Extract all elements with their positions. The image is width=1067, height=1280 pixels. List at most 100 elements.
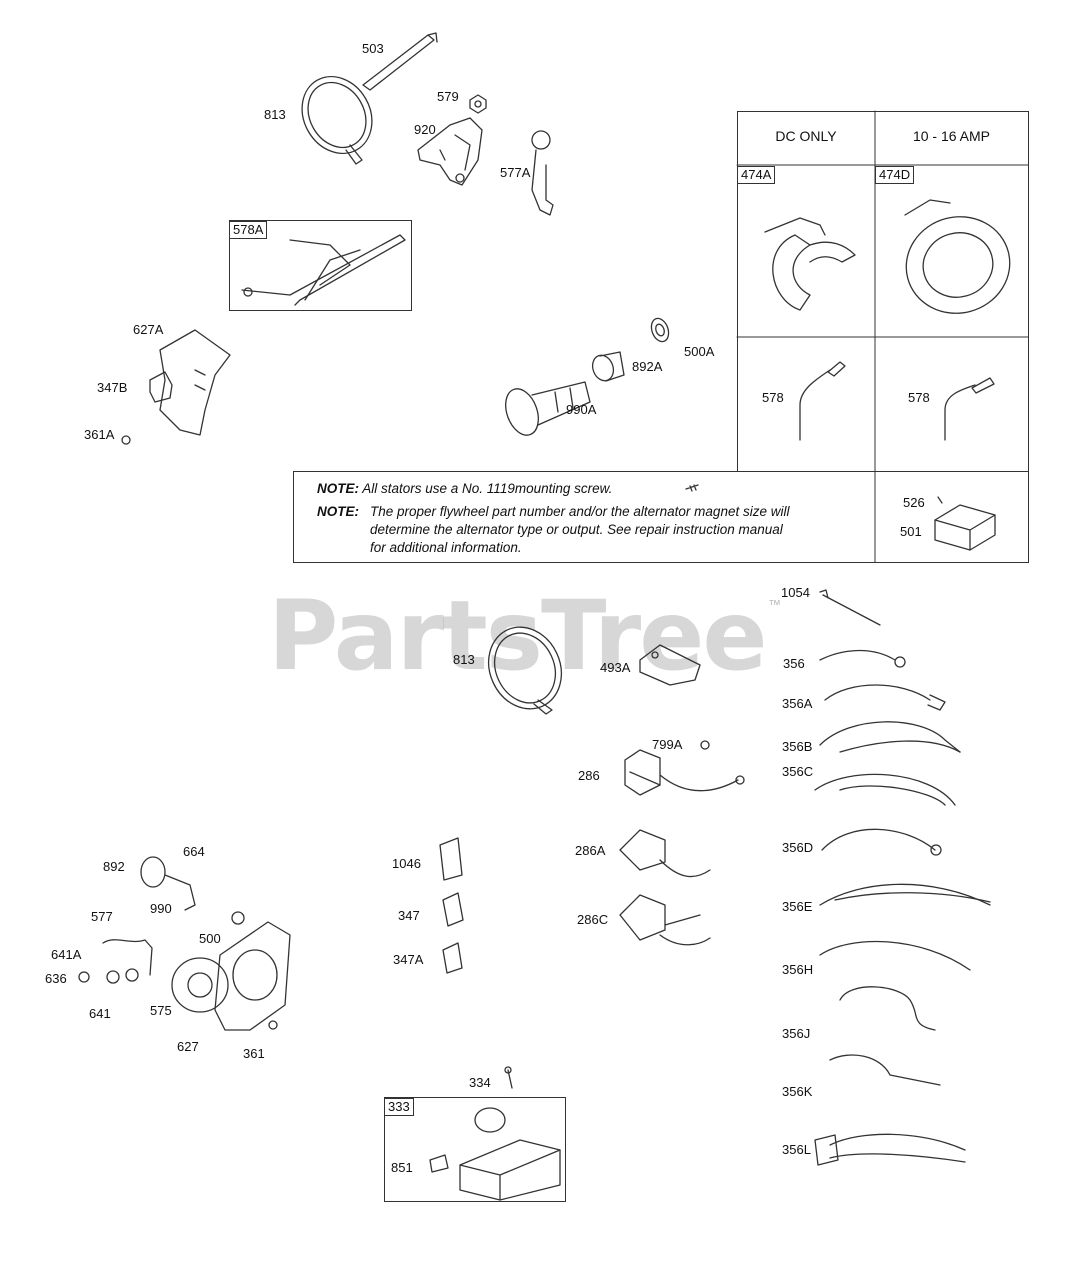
callout-361a: 361A bbox=[84, 427, 115, 442]
note-line-1: NOTE: All stators use a No. 1119mounting… bbox=[317, 480, 612, 498]
header-dc-only: DC ONLY bbox=[775, 128, 837, 144]
part-627a-bracket bbox=[159, 329, 231, 436]
part-361a-screw bbox=[121, 435, 131, 445]
callout-347a: 347A bbox=[393, 952, 424, 967]
note-text-2: The proper flywheel part number and/or t… bbox=[370, 503, 789, 557]
callout-664: 664 bbox=[183, 844, 205, 859]
callout-503: 503 bbox=[362, 41, 384, 56]
note-box bbox=[293, 471, 1029, 563]
callout-1054: 1054 bbox=[781, 585, 810, 600]
callout-356k: 356K bbox=[782, 1084, 813, 1099]
callout-990a: 990A bbox=[566, 402, 597, 417]
callout-286c: 286C bbox=[577, 912, 609, 927]
part-286c-switch bbox=[619, 894, 711, 946]
callout-627a: 627A bbox=[133, 322, 164, 337]
callout-813-mid: 813 bbox=[453, 652, 475, 667]
trademark-symbol: ™ bbox=[768, 597, 781, 612]
part-500a-washer bbox=[650, 317, 670, 343]
callout-356d: 356D bbox=[782, 840, 814, 855]
callout-356a: 356A bbox=[782, 696, 813, 711]
part-503-rod bbox=[362, 32, 438, 91]
part-334-screw bbox=[504, 1066, 513, 1089]
callout-334: 334 bbox=[469, 1075, 491, 1090]
callout-356: 356 bbox=[783, 656, 805, 671]
part-577-spring bbox=[102, 939, 153, 976]
label-526: 526 bbox=[903, 495, 925, 510]
box-label-578a: 578A bbox=[229, 221, 268, 239]
part-813-clamp-mid bbox=[488, 626, 562, 715]
part-333-regulator bbox=[429, 1107, 561, 1201]
callout-920: 920 bbox=[414, 122, 436, 137]
note-label-2: NOTE: bbox=[317, 504, 359, 519]
part-578-wire-left bbox=[799, 361, 846, 441]
callout-627: 627 bbox=[177, 1039, 199, 1054]
part-493a-bracket bbox=[639, 644, 701, 686]
part-990a-knob bbox=[505, 381, 591, 436]
part-347a-clip bbox=[442, 942, 463, 974]
note-label-2-wrap: NOTE: bbox=[317, 503, 359, 521]
box-578a bbox=[229, 220, 412, 311]
part-1054-cable-tie bbox=[819, 589, 881, 626]
callout-356b: 356B bbox=[782, 739, 813, 754]
part-578a-harness bbox=[241, 234, 406, 306]
callout-990: 990 bbox=[150, 901, 172, 916]
cell-label-474a: 474A bbox=[737, 166, 776, 184]
callout-361: 361 bbox=[243, 1046, 265, 1061]
callout-851: 851 bbox=[391, 1160, 413, 1175]
part-356-leads bbox=[814, 649, 991, 1166]
label-578-left: 578 bbox=[762, 390, 784, 405]
callout-356h: 356H bbox=[782, 962, 814, 977]
part-579-nut bbox=[469, 94, 487, 114]
callout-500: 500 bbox=[199, 931, 221, 946]
part-286-switch bbox=[624, 749, 745, 796]
header-10-16-amp: 10 - 16 AMP bbox=[912, 128, 991, 144]
callout-892a: 892A bbox=[632, 359, 663, 374]
part-892a-bushing bbox=[591, 351, 625, 382]
callout-892: 892 bbox=[103, 859, 125, 874]
part-799a-screw bbox=[700, 740, 710, 750]
part-577a-lever bbox=[531, 130, 554, 216]
callout-577a: 577A bbox=[500, 165, 531, 180]
part-474d-stator bbox=[904, 199, 1011, 314]
callout-356c: 356C bbox=[782, 764, 814, 779]
label-578-right: 578 bbox=[908, 390, 930, 405]
part-347-clip bbox=[442, 892, 464, 927]
callout-577: 577 bbox=[91, 909, 113, 924]
callout-356e: 356E bbox=[782, 899, 813, 914]
box-333 bbox=[384, 1097, 566, 1202]
part-500-washer bbox=[231, 911, 245, 925]
callout-579: 579 bbox=[437, 89, 459, 104]
part-286a-switch bbox=[619, 829, 711, 878]
callout-1046: 1046 bbox=[392, 856, 421, 871]
part-474a-stator bbox=[764, 217, 856, 311]
part-813-clamp bbox=[301, 75, 373, 165]
callout-636: 636 bbox=[45, 971, 67, 986]
part-920-bracket bbox=[417, 117, 483, 186]
callout-799a: 799A bbox=[652, 737, 683, 752]
part-1046-clip bbox=[439, 837, 463, 881]
callout-641a: 641A bbox=[51, 947, 82, 962]
part-627-bracket bbox=[214, 921, 291, 1031]
part-990-knob bbox=[164, 874, 196, 911]
callout-347: 347 bbox=[398, 908, 420, 923]
part-641-washers bbox=[78, 968, 139, 984]
part-575-control bbox=[171, 957, 229, 1013]
part-578-wire-right bbox=[944, 377, 995, 441]
box-label-333: 333 bbox=[384, 1098, 414, 1116]
callout-500a: 500A bbox=[684, 344, 715, 359]
partstree-watermark: PartsTree bbox=[268, 580, 767, 692]
callout-356j: 356J bbox=[782, 1026, 811, 1041]
callout-356l: 356L bbox=[782, 1142, 811, 1157]
note-label-1: NOTE: bbox=[317, 481, 359, 496]
part-501-rectifier bbox=[934, 496, 996, 551]
callout-575: 575 bbox=[150, 1003, 172, 1018]
part-347b-clip bbox=[149, 371, 173, 403]
part-361-screw bbox=[268, 1020, 278, 1030]
part-1119-screw bbox=[685, 484, 699, 492]
label-501: 501 bbox=[900, 524, 922, 539]
callout-813-top: 813 bbox=[264, 107, 286, 122]
part-892-bushing bbox=[140, 856, 166, 888]
note-text-2-line-3: for additional information. bbox=[370, 540, 522, 555]
